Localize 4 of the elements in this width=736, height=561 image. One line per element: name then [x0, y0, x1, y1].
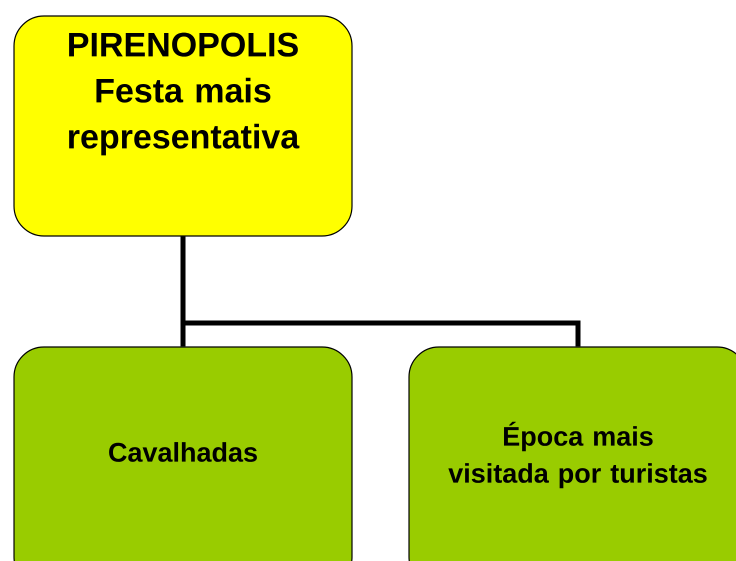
process-box: Cavalhadas [13, 346, 353, 561]
connector-line [180, 236, 580, 346]
process-box: PIRENOPOLIS Festa mais representativa [13, 15, 353, 237]
process-box: Época mais visitada por turistas [408, 346, 736, 561]
